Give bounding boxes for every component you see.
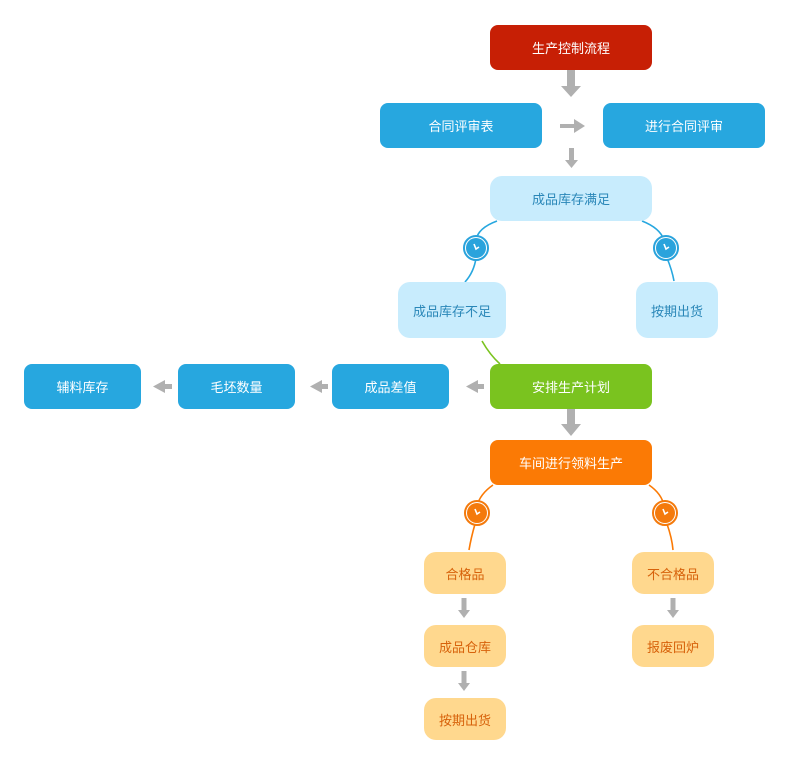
branch-badge-left-orange [464, 500, 490, 526]
node-ship-on-schedule-2: 按期出货 [424, 698, 506, 740]
arrow-plan-down [561, 409, 581, 436]
node-qualified: 合格品 [424, 552, 506, 594]
clock-check-icon [474, 508, 481, 516]
node-stock-sufficient: 成品库存满足 [490, 176, 652, 221]
clock-check-icon [663, 243, 670, 251]
node-ship-on-schedule-1: 按期出货 [636, 282, 718, 338]
node-unqualified: 不合格品 [632, 552, 714, 594]
node-scrap-remelt: 报废回炉 [632, 625, 714, 667]
node-contract-review-table: 合同评审表 [380, 103, 542, 148]
node-product-difference: 成品差值 [332, 364, 449, 409]
node-arrange-production-plan: 安排生产计划 [490, 364, 652, 409]
node-stock-insufficient: 成品库存不足 [398, 282, 506, 338]
arrow-blank-to-aux [153, 380, 172, 393]
arrow-difference-to-blank [310, 380, 328, 393]
clock-check-icon [473, 243, 480, 251]
arrow-review-right [560, 119, 585, 133]
node-auxiliary-stock: 辅料库存 [24, 364, 141, 409]
arrow-plan-to-difference [466, 380, 484, 393]
arrow-qualified-to-warehouse [458, 598, 470, 618]
arrow-warehouse-to-ship [458, 671, 470, 691]
link-insufficient-to-plan [481, 340, 501, 365]
node-product-warehouse: 成品仓库 [424, 625, 506, 667]
node-do-contract-review: 进行合同评审 [603, 103, 765, 148]
arrow-to-stock-check [565, 148, 578, 168]
node-root: 生产控制流程 [490, 25, 652, 70]
arrow-unqualified-to-scrap [667, 598, 679, 618]
branch-badge-left-blue [463, 235, 489, 261]
branch-badge-right-orange [652, 500, 678, 526]
arrow-root-down [561, 70, 581, 97]
node-blank-quantity: 毛坯数量 [178, 364, 295, 409]
branch-badge-right-blue [653, 235, 679, 261]
clock-check-icon [662, 508, 669, 516]
node-workshop-production: 车间进行领料生产 [490, 440, 652, 485]
